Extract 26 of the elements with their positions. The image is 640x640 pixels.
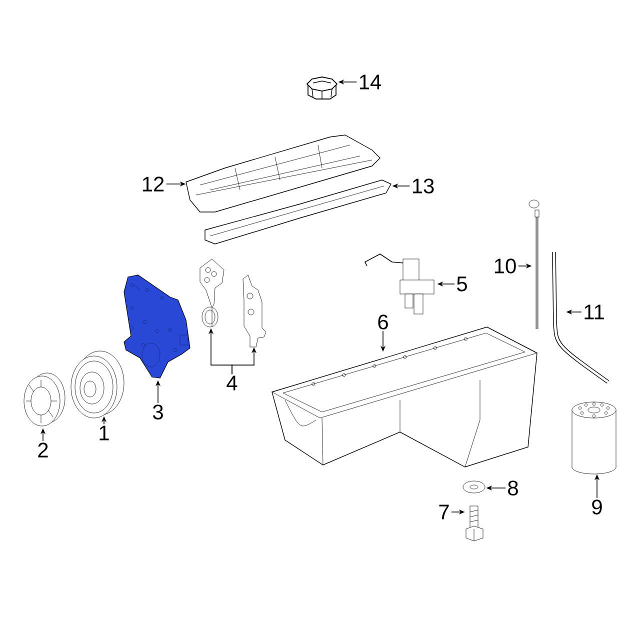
valve-cover-drawing: [186, 134, 380, 212]
gasket-drawing: [204, 180, 392, 244]
pump-drawing: [364, 254, 434, 314]
callout-number: 9: [592, 500, 602, 514]
callout-number: 12: [142, 176, 164, 192]
callout-number: 10: [494, 258, 516, 274]
callout-number: 13: [412, 178, 434, 194]
callout-number: 6: [378, 314, 388, 330]
gasket-drawing: [242, 274, 266, 348]
callout-number: 4: [226, 376, 238, 390]
callout-number: 3: [152, 404, 163, 420]
callout-number: 8: [508, 480, 518, 496]
tube-drawing: [552, 252, 610, 384]
gasket-drawing: [200, 258, 224, 328]
dipstick-drawing: [528, 200, 540, 329]
callout-number: 5: [457, 276, 467, 292]
pulley-drawing: [70, 350, 124, 418]
timing-cover-drawing: [124, 274, 190, 378]
callout-number: 7: [439, 504, 449, 520]
oil-filter-drawing: [572, 402, 616, 474]
bolt-drawing: [466, 506, 484, 542]
washer-drawing: [462, 480, 486, 494]
pulley-drawing: [24, 372, 66, 426]
callout-number: 14: [360, 74, 382, 90]
callout-number: 1: [100, 426, 109, 440]
callout-number: 2: [38, 442, 48, 458]
